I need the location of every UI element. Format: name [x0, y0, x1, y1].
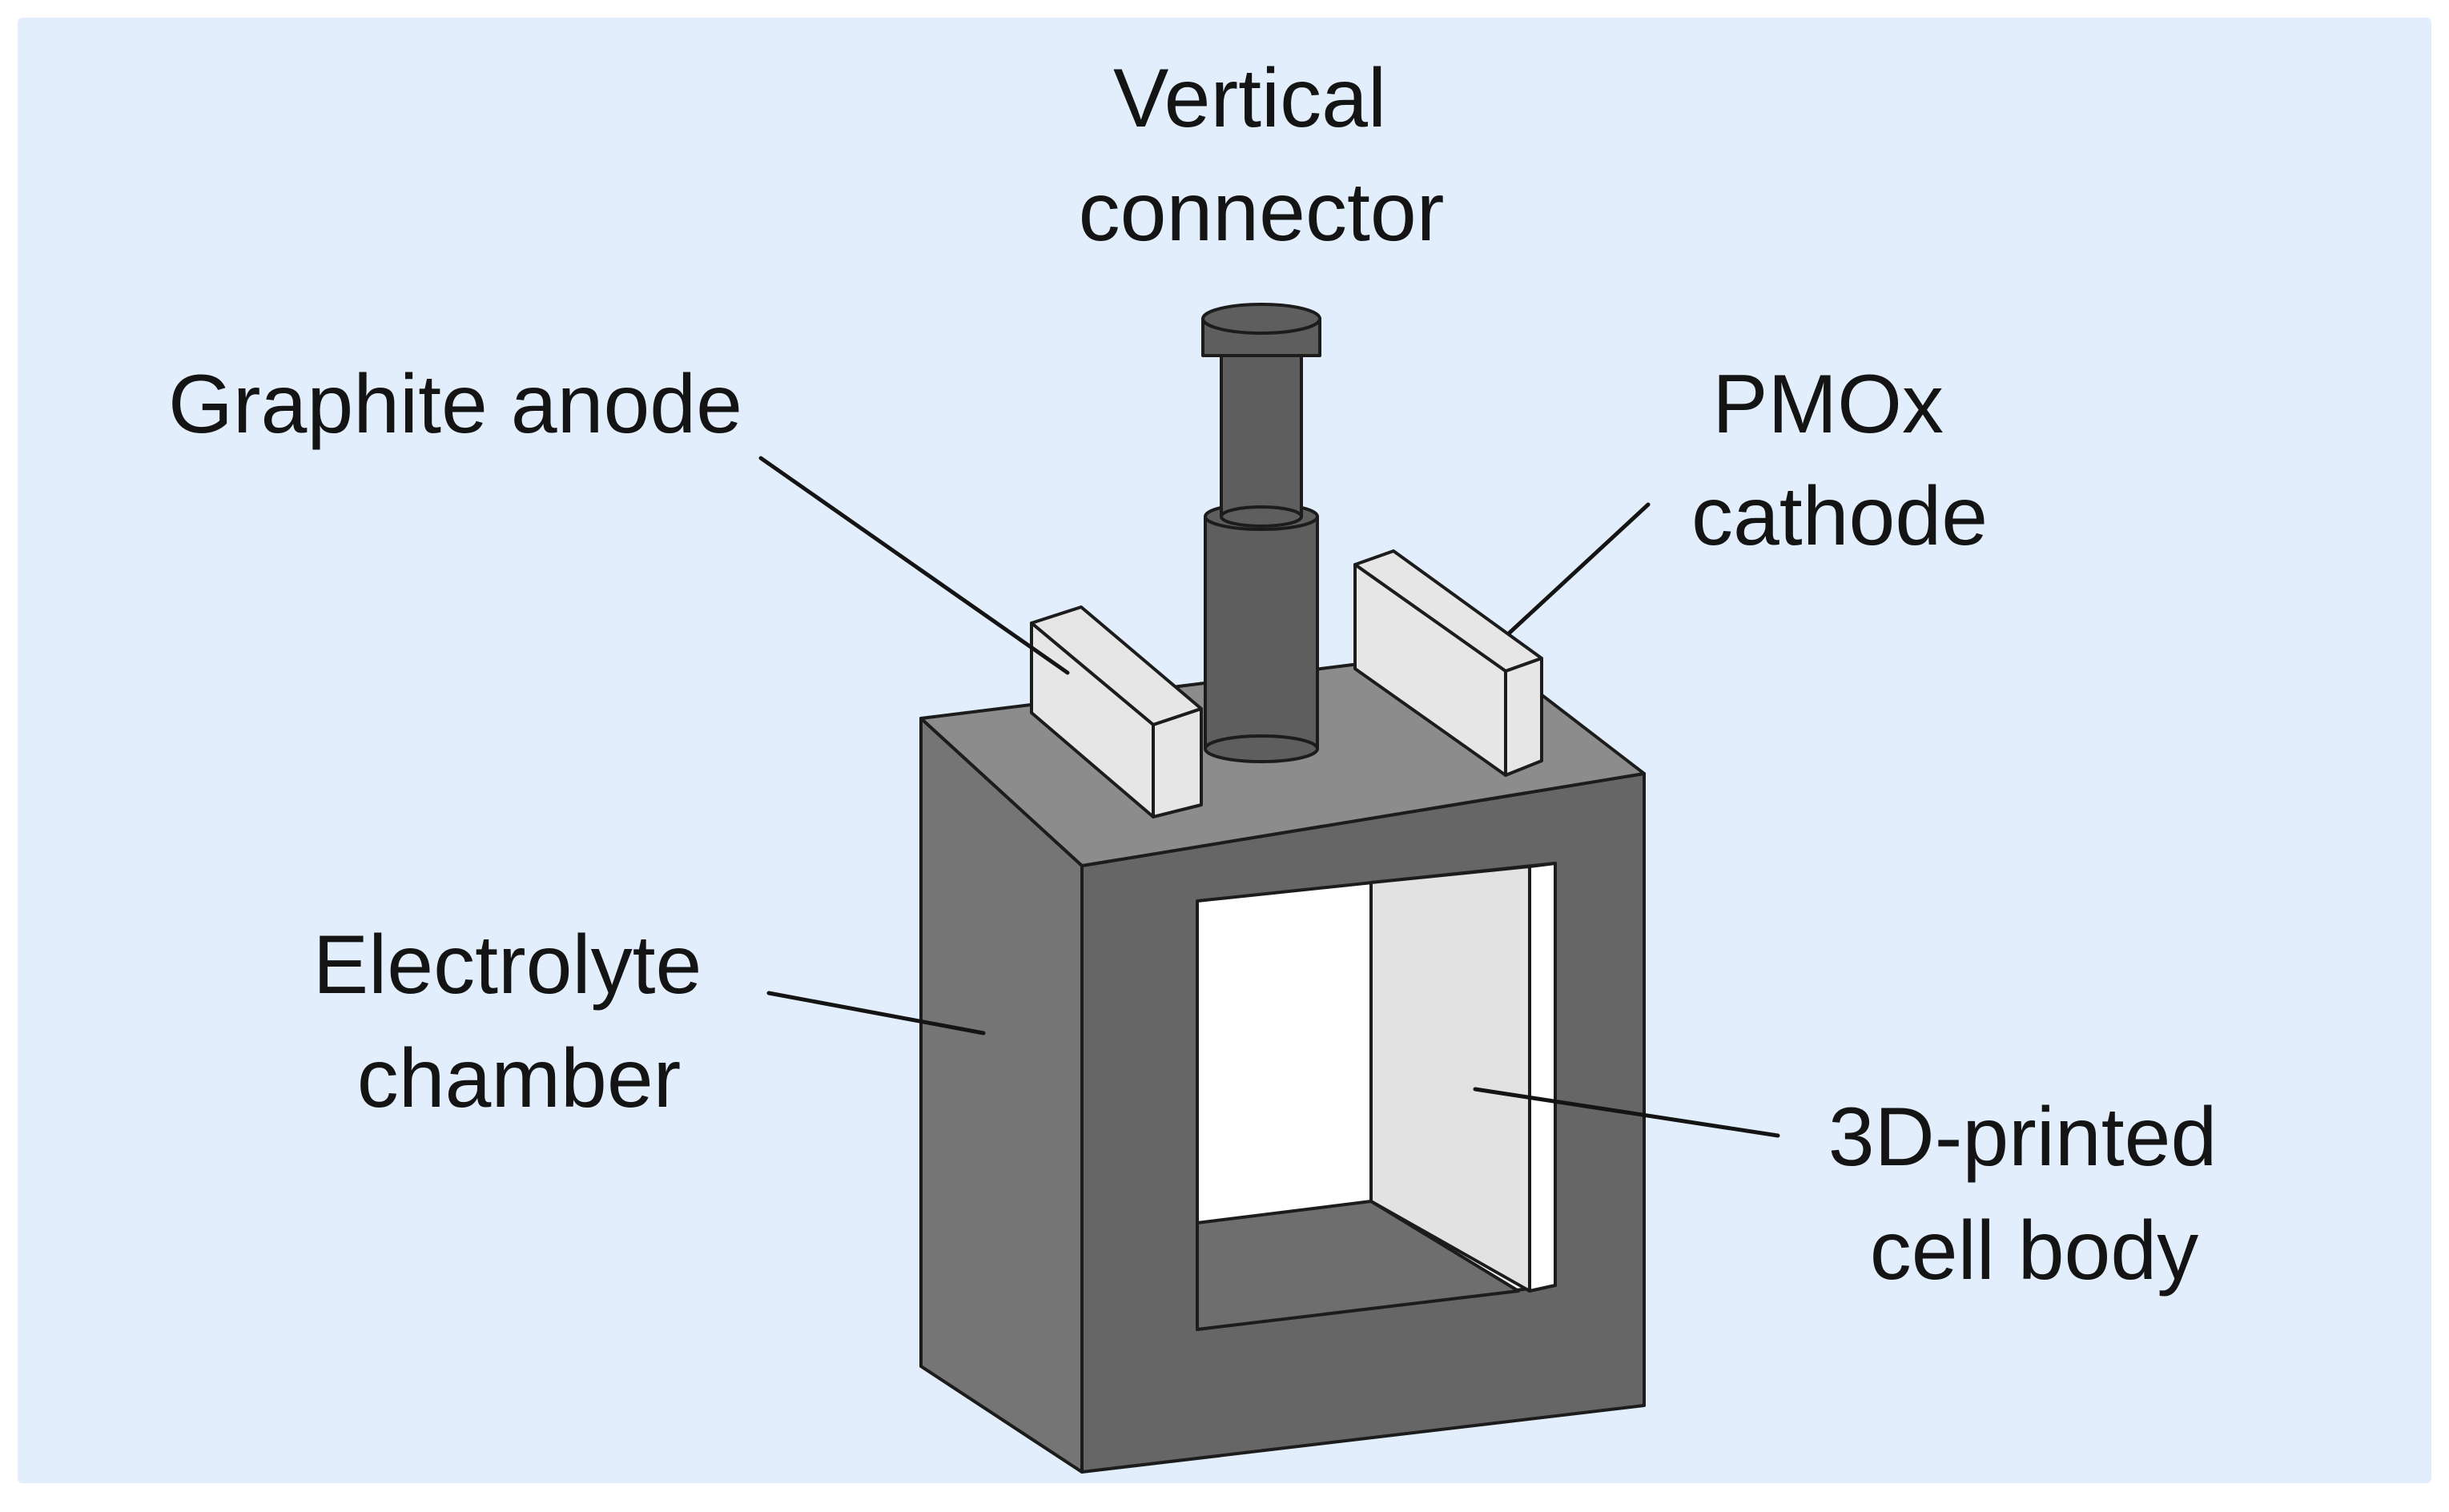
electrolyte-chamber-label-line2: chamber	[357, 1032, 682, 1125]
vertical-connector	[1201, 303, 1321, 763]
connector-upper-cylinder	[1220, 351, 1303, 518]
graphite-anode	[1030, 605, 1203, 818]
printed-cell-body-label: 3D-printed cell body	[1828, 1091, 2240, 1297]
electrolyte-chamber-leader	[766, 991, 986, 1035]
printed-cell-body-leader	[1473, 1087, 1780, 1138]
printed-cell-body-label-line2: cell body	[1870, 1204, 2198, 1297]
chamber-window	[1196, 862, 1557, 1331]
pmox-cathode	[1353, 549, 1543, 777]
pmox-cathode-label-line2: cathode	[1691, 470, 1988, 563]
pmox-cathode-label-line1: PMOx	[1712, 358, 1944, 451]
graphite-anode-label: Graphite anode	[168, 358, 742, 451]
pmox-cathode-label: PMOx cathode	[1691, 358, 1988, 563]
connector-lower-base	[1204, 734, 1319, 763]
electrolyte-chamber-label: Electrolyte chamber	[313, 919, 725, 1125]
vertical-connector-label-line1: Vertical	[1113, 52, 1386, 145]
printed-cell-body-edge-strip	[1528, 862, 1557, 1293]
connector-cap-top	[1201, 303, 1321, 335]
electrolyte-chamber-label-line1: Electrolyte	[313, 919, 702, 1011]
chamber-interior-floor	[1196, 1200, 1520, 1331]
connector-upper-join	[1220, 505, 1303, 528]
vertical-connector-label: Vertical connector	[1079, 52, 1445, 259]
pmox-cathode-leader	[1507, 502, 1651, 635]
graphite-anode-label-line1: Graphite anode	[168, 358, 742, 451]
graphite-anode-side	[1152, 707, 1203, 818]
pmox-cathode-side	[1504, 657, 1543, 777]
graphite-anode-leader	[758, 456, 1070, 675]
vertical-connector-label-line2: connector	[1079, 166, 1445, 259]
connector-lower-cylinder	[1204, 515, 1319, 750]
printed-cell-body-label-line1: 3D-printed	[1828, 1091, 2218, 1184]
